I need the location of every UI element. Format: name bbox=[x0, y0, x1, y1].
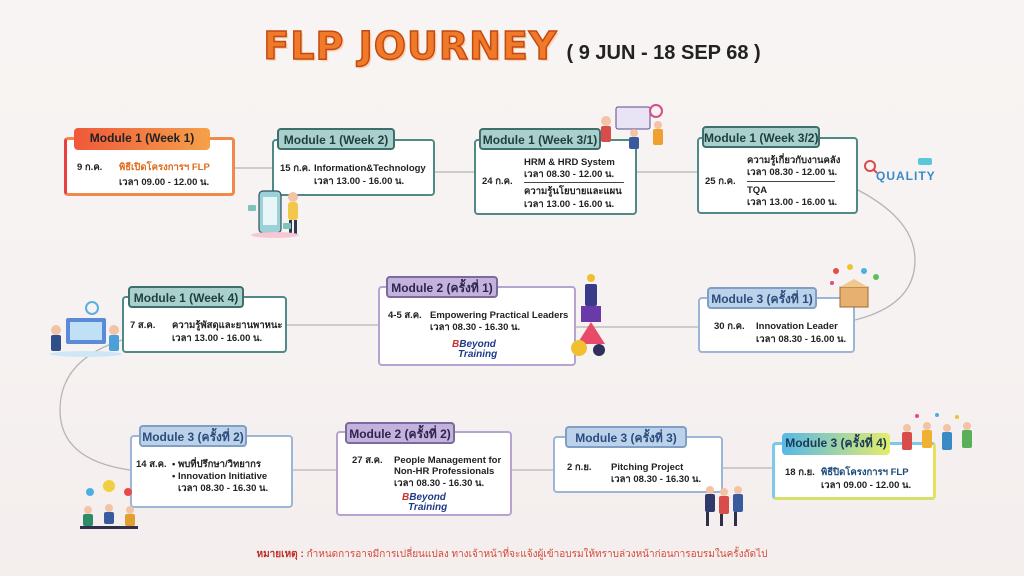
card-time: เวลา 13.00 - 16.00 น. bbox=[747, 197, 838, 208]
card-time: เวลา 08.30 - 16.30 น. bbox=[430, 322, 521, 333]
card-topic: Information&Technology bbox=[314, 163, 426, 174]
card-date: 30 ก.ค. bbox=[714, 321, 745, 332]
card-topic: Innovation Leader bbox=[756, 321, 838, 332]
quality-text: QUALITY bbox=[876, 169, 936, 183]
card-topic: Pitching Project bbox=[611, 462, 684, 473]
card-header: Module 1 (Week 1) bbox=[74, 128, 210, 150]
card-topic: People Management for bbox=[394, 455, 502, 466]
card-topic: HRM & HRD System bbox=[524, 157, 615, 168]
card-module2-round1: 4-5 ส.ค. Empowering Practical Leaders เว… bbox=[378, 286, 576, 366]
card-date: 27 ส.ค. bbox=[352, 455, 383, 466]
card-time: เวลา 08.30 - 16.00 น. bbox=[756, 334, 847, 345]
quality-illustration: QUALITY bbox=[862, 156, 942, 186]
card-module2-round2: 27 ส.ค. People Management for Non-HR Pro… bbox=[336, 431, 512, 516]
card-topic: ความรู้พัสดุและยานพาหนะ bbox=[172, 320, 283, 331]
card-date: 24 ก.ค. bbox=[482, 176, 513, 187]
footnote: หมายเหตุ : กำหนดการอาจมีการเปลี่ยนแปลง ท… bbox=[0, 547, 1024, 562]
divider bbox=[747, 181, 835, 182]
team-illustration bbox=[601, 104, 663, 149]
page-title: FLP JOURNEY ( 9 JUN - 18 SEP 68 ) bbox=[0, 23, 1024, 69]
card-module1-week3-2: ความรู้เกี่ยวกับงานคลัง เวลา 08.30 - 12.… bbox=[697, 137, 858, 214]
card-time: เวลา 13.00 - 16.00 น. bbox=[524, 199, 615, 210]
card-time: เวลา 08.30 - 16.30 น. bbox=[611, 474, 702, 485]
innovation-box-illustration bbox=[830, 264, 879, 308]
card-time: เวลา 09.00 - 12.00 น. bbox=[821, 480, 912, 491]
card-topic: ความรู้เกี่ยวกับงานคลัง bbox=[747, 155, 841, 166]
card-header: Module 1 (Week 3/2) bbox=[702, 126, 820, 148]
footnote-label: หมายเหตุ : bbox=[256, 549, 304, 560]
card-module3-round2: 14 ส.ค. • พบที่ปรึกษา/วิทยากร • Innovati… bbox=[130, 435, 293, 508]
celebration-illustration bbox=[902, 413, 972, 450]
card-time: เวลา 13.00 - 16.00 น. bbox=[314, 176, 405, 187]
card-topic: Non-HR Professionals bbox=[394, 466, 495, 477]
card-topic: พิธีปิดโครงการฯ FLP bbox=[821, 467, 909, 478]
pitching-illustration bbox=[705, 486, 743, 526]
card-topic: • Innovation Initiative bbox=[172, 471, 268, 482]
card-header: Module 2 (ครั้งที่ 1) bbox=[386, 276, 498, 298]
card-time: เวลา 08.30 - 12.00 น. bbox=[524, 169, 615, 180]
card-topic: Empowering Practical Leaders bbox=[430, 310, 569, 321]
beyond-training-logo: BBeyond Training bbox=[452, 339, 498, 360]
card-topic: TQA bbox=[747, 185, 768, 196]
card-date: 2 ก.ย. bbox=[567, 462, 592, 473]
card-header: Module 1 (Week 2) bbox=[277, 128, 395, 150]
divider bbox=[524, 182, 624, 183]
card-time: เวลา 09.00 - 12.00 น. bbox=[119, 177, 210, 188]
card-date: 4-5 ส.ค. bbox=[388, 310, 422, 321]
card-time: เวลา 08.30 - 16.30 น. bbox=[394, 478, 485, 489]
card-date: 9 ก.ค. bbox=[77, 162, 103, 173]
card-time: เวลา 13.00 - 16.00 น. bbox=[172, 333, 263, 344]
title-date-range: ( 9 JUN - 18 SEP 68 ) bbox=[566, 42, 761, 64]
card-module1-week3-1: HRM & HRD System เวลา 08.30 - 12.00 น. 2… bbox=[474, 139, 637, 215]
beyond-training-logo: BBeyond Training bbox=[402, 492, 448, 513]
card-date: 7 ส.ค. bbox=[130, 320, 156, 331]
title-main: FLP JOURNEY bbox=[263, 23, 558, 69]
people-phone-illustration bbox=[248, 190, 299, 238]
card-header: Module 3 (ครั้งที่ 3) bbox=[565, 426, 687, 448]
leader-shapes-illustration bbox=[571, 274, 605, 356]
card-date: 15 ก.ค. bbox=[280, 163, 311, 174]
card-topic: • พบที่ปรึกษา/วิทยากร bbox=[172, 459, 261, 470]
card-date: 14 ส.ค. bbox=[136, 459, 167, 470]
footnote-text: กำหนดการอาจมีการเปลี่ยนแปลง ทางเจ้าหน้าท… bbox=[306, 549, 768, 560]
card-time: เวลา 08.30 - 12.00 น. bbox=[747, 167, 838, 178]
card-header: Module 3 (ครั้งที่ 1) bbox=[707, 287, 817, 309]
card-time: เวลา 08.30 - 16.30 น. bbox=[178, 483, 269, 494]
card-header: Module 3 (ครั้งที่ 2) bbox=[139, 425, 247, 447]
card-header: Module 1 (Week 3/1) bbox=[479, 128, 601, 150]
workspace-illustration bbox=[50, 301, 122, 357]
card-date: 25 ก.ค. bbox=[705, 176, 736, 187]
card-topic: พิธีเปิดโครงการฯ FLP bbox=[119, 162, 210, 173]
brainstorm-illustration bbox=[80, 480, 138, 529]
card-header: Module 1 (Week 4) bbox=[128, 286, 244, 308]
card-header: Module 2 (ครั้งที่ 2) bbox=[345, 422, 455, 444]
card-header: Module 3 (ครั้งที่ 4) bbox=[782, 433, 890, 455]
card-date: 18 ก.ย. bbox=[785, 467, 815, 478]
quality-graphic bbox=[864, 158, 932, 174]
card-topic: ความรู้นโยบายและแผน bbox=[524, 186, 622, 197]
